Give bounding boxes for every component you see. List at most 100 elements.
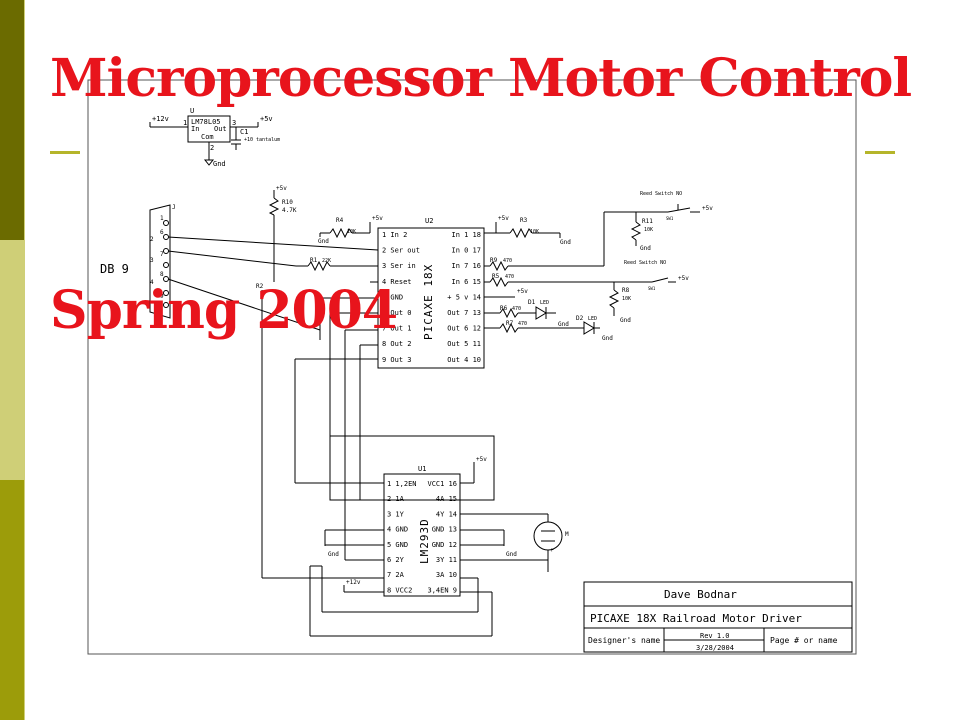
sw2-label: Reed Switch NO: [624, 260, 666, 266]
r8-gnd: Gnd: [620, 317, 631, 324]
sw2-supply: +5v: [678, 275, 689, 282]
sw2-ref: SW1: [648, 286, 656, 291]
resistors-r9-r5: [484, 211, 668, 288]
picaxe-right-pin-4: In 6 15: [451, 278, 481, 286]
r10-val: 4.7K: [282, 207, 297, 214]
driver-name: LM293D: [418, 518, 431, 564]
motor: [533, 521, 563, 551]
db9-pin-8: 8: [160, 271, 164, 278]
picaxe-left-pin-1: 1 In 2: [382, 231, 407, 239]
driver-gnd-right: Gnd: [506, 551, 517, 558]
r1-val: 22K: [322, 258, 331, 264]
d1-ref: D1: [528, 299, 536, 306]
r9-ref: R9: [490, 257, 498, 264]
led-outputs: [484, 306, 600, 335]
picaxe-right-pin-8: Out 5 11: [447, 340, 481, 348]
r4-supply: +5v: [372, 215, 383, 222]
resistor-r10: [268, 190, 280, 282]
r4-ref: R4: [336, 217, 344, 224]
picaxe-right-pin-1: In 1 18: [451, 231, 481, 239]
r8-ref: R8: [622, 287, 630, 294]
driver-chip: [383, 473, 461, 597]
sheet-border: [87, 79, 857, 655]
reg-pin2: 2: [210, 144, 214, 152]
resistor-r3: [484, 222, 561, 239]
driver-vcc2-supply: +12v: [346, 579, 361, 586]
r11-val: 10K: [644, 227, 653, 233]
db9-pin-6: 6: [160, 229, 164, 236]
r3-gnd: Gnd: [560, 239, 571, 246]
reg-vin: +12v: [152, 115, 169, 123]
reg-out: Out: [214, 125, 227, 133]
reg-cap-note: +10 tantalum: [244, 137, 280, 143]
driver-left-pin-7: 7 2A: [387, 571, 405, 579]
driver-gnd-left: Gnd: [328, 551, 339, 558]
picaxe-name: PICAXE 18X: [422, 264, 435, 340]
title-block-project: PICAXE 18X Railroad Motor Driver: [590, 612, 802, 625]
resistor-r4: [319, 222, 371, 239]
picaxe-left-pin-9: 9 Out 3: [382, 356, 412, 364]
r7-ref: R7: [506, 320, 514, 327]
d2-gnd: Gnd: [602, 335, 613, 342]
picaxe-left-pin-7: 7 Out 1: [382, 325, 412, 333]
title-rule-right: [865, 151, 895, 154]
motor-plus: +: [550, 547, 554, 554]
driver-right-pin-6: 3Y 11: [436, 556, 457, 564]
title-block-rev: Rev 1.0: [700, 632, 730, 640]
picaxe-left-pin-5: 5 GND: [382, 293, 403, 301]
driver-right-pin-7: 3A 10: [436, 571, 457, 579]
picaxe-right-pin-2: In 0 17: [451, 247, 481, 255]
r2-ref: R2: [256, 283, 264, 290]
driver-right-pin-8: 3,4EN 9: [427, 586, 457, 594]
voltage-regulator: [149, 115, 259, 166]
driver-left-pin-8: 8 VCC2: [387, 586, 412, 594]
reg-pin3: 3: [232, 119, 236, 127]
driver-right-pin-5: GND 12: [432, 541, 457, 549]
title-block-designer: Dave Bodnar: [664, 588, 737, 601]
r3-val: 10K: [530, 229, 539, 235]
title-block: [583, 581, 853, 653]
r8-val: 10K: [622, 296, 631, 302]
accent-bar-top: [0, 0, 24, 240]
sw1-ref: SW1: [666, 216, 674, 221]
driver-left-pin-3: 3 1Y: [387, 510, 405, 518]
d2-ref: D2: [576, 315, 584, 322]
d1-type: LED: [540, 300, 549, 306]
resistor-r1: [296, 260, 378, 272]
picaxe-ref: U2: [425, 217, 433, 225]
r11-ref: R11: [642, 218, 653, 225]
r1-ref: R1: [310, 257, 318, 264]
reg-com: Com: [201, 133, 214, 141]
sw1-supply: +5v: [702, 205, 713, 212]
r11-gnd: Gnd: [640, 245, 651, 252]
reg-part: LM78L05: [191, 118, 221, 126]
reg-cap: C1: [240, 128, 248, 136]
accent-bar-middle: [0, 240, 24, 480]
title-block-designer-label: Designer's name: [588, 636, 660, 645]
slide-title: Microprocessor Motor Control: [50, 48, 912, 109]
reg-ref: U: [190, 107, 194, 115]
r5-ref: R5: [492, 273, 500, 280]
r10-ref: R10: [282, 199, 293, 206]
picaxe-right-pin-7: Out 6 12: [447, 325, 481, 333]
r3-supply: +5v: [498, 215, 509, 222]
title-block-date: 3/28/2004: [696, 644, 734, 652]
picaxe-vdd-supply: +5v: [517, 288, 528, 295]
r10-supply: +5v: [276, 185, 287, 192]
db9-label: DB 9: [100, 262, 129, 276]
driver-left-pin-2: 2 1A: [387, 495, 405, 503]
driver-left-pin-6: 6 2Y: [387, 556, 405, 564]
db9-connector: [149, 204, 379, 331]
accent-bar-bottom: [0, 480, 24, 720]
db9-pin-4: 4: [150, 279, 154, 286]
r3-ref: R3: [520, 217, 528, 224]
r6-val: 470: [512, 306, 521, 312]
db9-pin-7: 7: [160, 251, 164, 258]
driver-right-pin-3: 4Y 14: [436, 510, 457, 518]
motor-ref: M: [565, 531, 569, 538]
db9-pin-1: 1: [160, 215, 164, 222]
db9-ref: J: [172, 204, 176, 211]
